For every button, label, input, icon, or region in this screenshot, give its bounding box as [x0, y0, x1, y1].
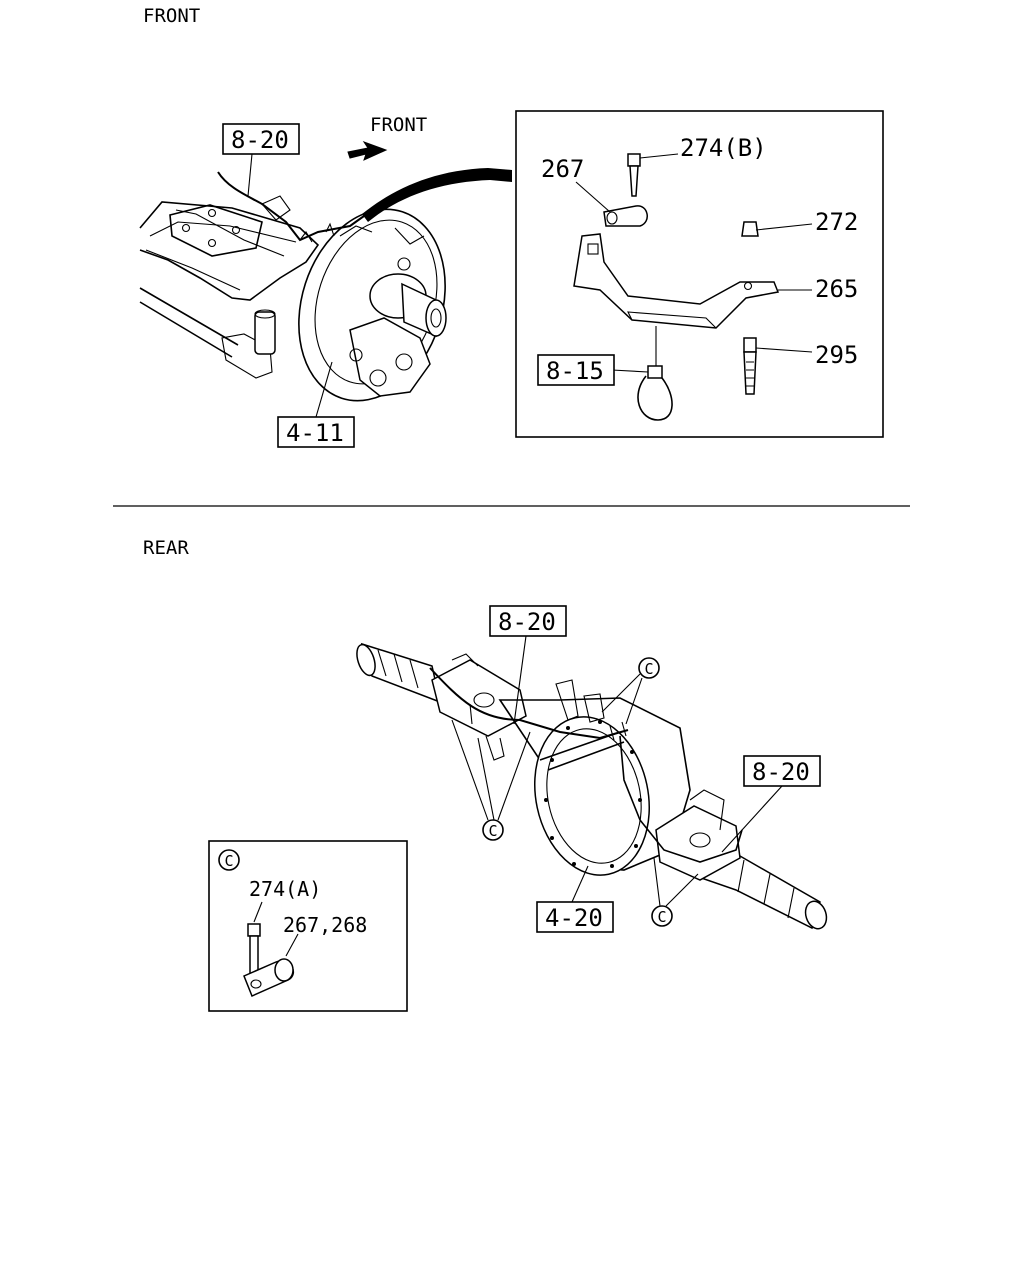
ref-box-4-20	[536, 901, 614, 933]
ref-box-8-20-front	[222, 123, 300, 155]
rear-axle-drawing	[356, 642, 828, 930]
callout-267: 267	[541, 155, 584, 183]
callout-272: 272	[815, 208, 858, 236]
ref-8-15: 8-15	[546, 357, 604, 385]
marker-c-upper-label: C	[644, 660, 653, 678]
callout-265: 265	[815, 275, 858, 303]
marker-c-lower-right-label: C	[657, 908, 666, 926]
front-bracket-detail	[573, 153, 813, 421]
rear-detail-box	[208, 840, 408, 1012]
callout-295: 295	[815, 341, 858, 369]
ref-8-20-rear-left: 8-20	[498, 608, 556, 636]
callout-267-268: 267,268	[283, 913, 367, 937]
marker-c-lower-left-label: C	[488, 822, 497, 840]
callout-274b: 274(B)	[680, 134, 767, 162]
rear-section-label: REAR	[143, 537, 189, 559]
marker-c-upper: C	[601, 657, 660, 725]
front-direction-label: FRONT	[370, 114, 427, 136]
callout-274a: 274(A)	[249, 877, 321, 901]
marker-c-lower-right: C	[651, 857, 699, 927]
ref-4-11: 4-11	[286, 419, 344, 447]
ref-4-20: 4-20	[545, 904, 603, 932]
marker-c-lower-left: C	[451, 719, 531, 841]
ref-box-8-20-rear-right	[743, 755, 821, 787]
front-direction-arrow	[347, 141, 388, 161]
front-section-label: FRONT	[143, 5, 200, 27]
detail-pointer-arrow	[362, 168, 512, 222]
ref-8-20-front: 8-20	[231, 126, 289, 154]
front-axle-drawing	[139, 171, 447, 402]
ref-box-8-20-rear-left	[489, 605, 567, 637]
ref-box-8-15	[537, 354, 615, 386]
detail-marker-c: C	[218, 849, 240, 871]
clip-bolt-detail	[243, 901, 299, 998]
detail-marker-c-label: C	[224, 852, 233, 870]
ref-8-20-rear-right: 8-20	[752, 758, 810, 786]
